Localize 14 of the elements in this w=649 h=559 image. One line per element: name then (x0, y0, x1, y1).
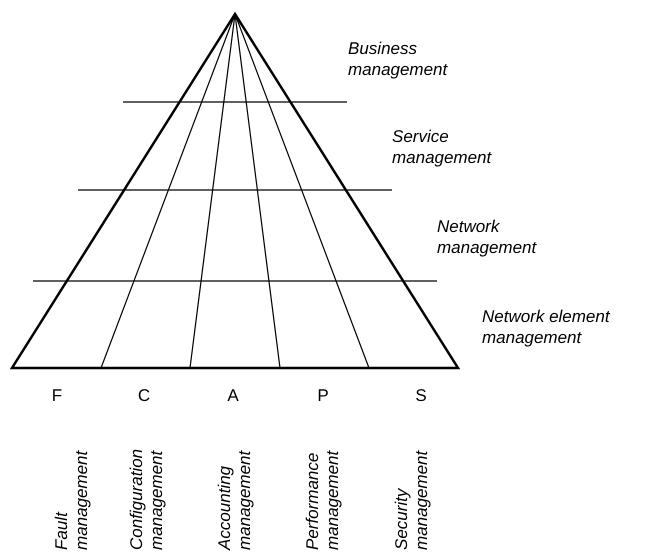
layer-label: Network element management (482, 306, 612, 348)
column-letter: P (316, 386, 330, 406)
function-label: Fault management (52, 449, 92, 550)
function-label: Security management (392, 449, 432, 550)
column-letter: F (50, 386, 64, 406)
layer-label: Business management (348, 38, 449, 80)
column-letter: A (226, 386, 240, 406)
layer-label: Network management (437, 216, 538, 258)
function-label: Performance management (303, 449, 343, 550)
column-letter: S (414, 386, 428, 406)
column-letter: C (136, 386, 152, 406)
function-label: Configuration management (127, 448, 167, 550)
function-label: Accounting management (215, 449, 255, 550)
layer-label: Service management (392, 126, 493, 168)
